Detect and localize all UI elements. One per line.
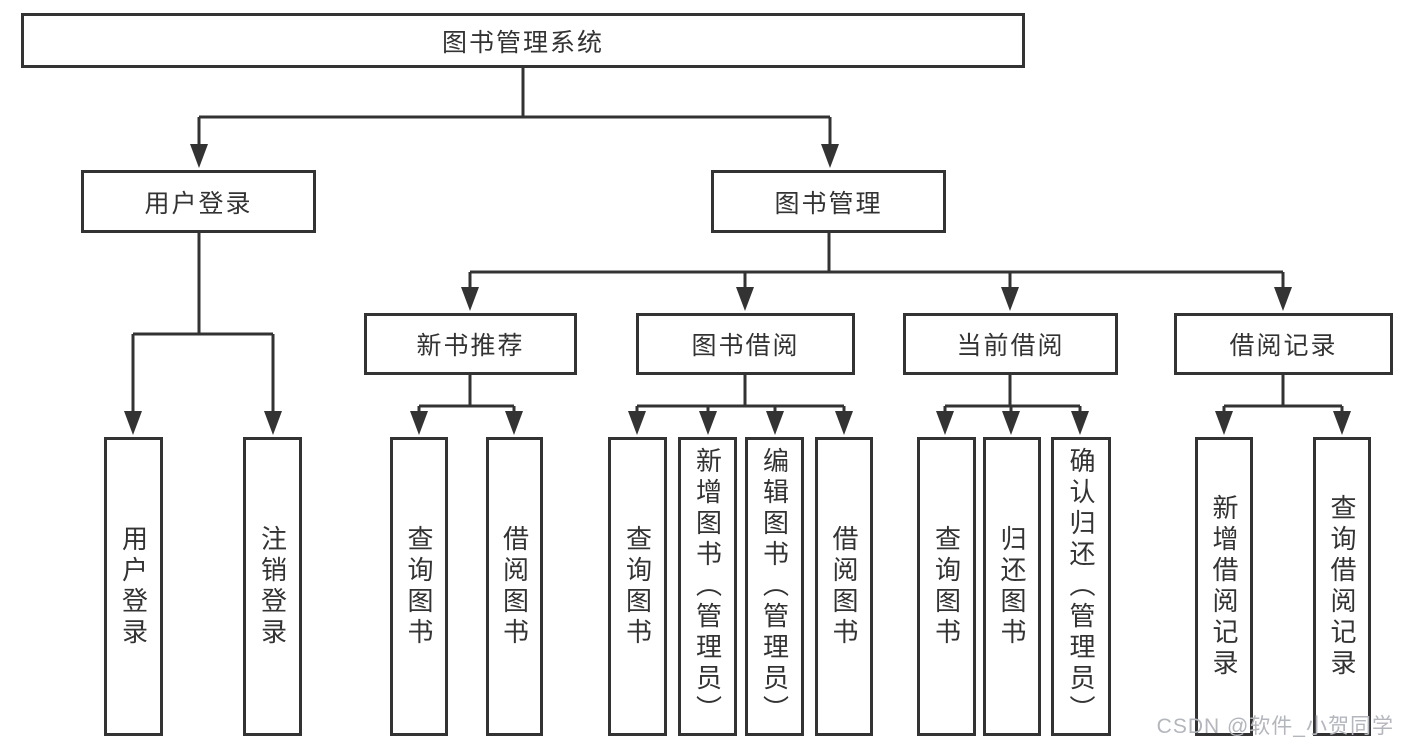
- leaf-user-login: 用户登录: [104, 437, 163, 736]
- watermark: CSDN @软件_小贺同学: [1156, 715, 1394, 738]
- leaf-query-borrow-record: 查询借阅记录: [1313, 437, 1371, 736]
- leaf-edit-book-admin: 编辑图书（管理员）: [745, 437, 804, 736]
- node-user-login: 用户登录: [81, 170, 316, 233]
- arrowheads: [124, 144, 1351, 435]
- node-current-borrowing: 当前借阅: [903, 313, 1118, 375]
- leaf-query-books-recommend: 查询图书: [390, 437, 448, 736]
- leaf-add-borrow-record: 新增借阅记录: [1195, 437, 1253, 736]
- leaf-add-book-admin: 新增图书（管理员）: [678, 437, 737, 736]
- node-book-management: 图书管理: [711, 170, 946, 233]
- leaf-logout: 注销登录: [243, 437, 302, 736]
- node-library-system: 图书管理系统: [21, 13, 1025, 68]
- node-new-book-recommend: 新书推荐: [364, 313, 577, 375]
- leaf-return-book: 归还图书: [983, 437, 1041, 736]
- leaf-query-books-borrowing: 查询图书: [608, 437, 667, 736]
- leaf-confirm-return-admin: 确认归还（管理员）: [1051, 437, 1111, 736]
- node-book-borrowing: 图书借阅: [636, 313, 855, 375]
- leaf-borrow-books-recommend: 借阅图书: [486, 437, 543, 736]
- node-borrowing-records: 借阅记录: [1174, 313, 1393, 375]
- leaf-query-books-current: 查询图书: [917, 437, 976, 736]
- leaf-borrow-books-borrowing: 借阅图书: [815, 437, 873, 736]
